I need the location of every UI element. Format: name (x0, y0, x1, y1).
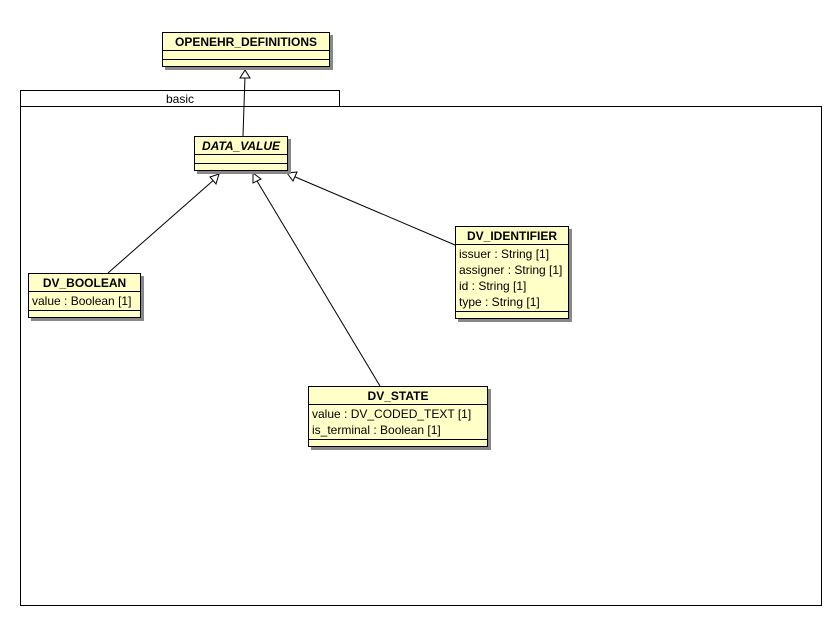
class-name: OPENEHR_DEFINITIONS (163, 33, 329, 51)
class-name: DV_BOOLEAN (29, 274, 140, 292)
class-attributes (163, 51, 329, 60)
class-dv-identifier[interactable]: DV_IDENTIFIER issuer : String [1] assign… (455, 226, 569, 319)
attribute: assigner : String [1] (459, 263, 563, 277)
class-operations (29, 311, 140, 317)
package-tab[interactable]: basic (20, 90, 340, 107)
class-name: DV_STATE (309, 387, 487, 405)
class-operations (195, 164, 287, 170)
attribute: value : DV_CODED_TEXT [1] (312, 407, 472, 421)
attribute: value : Boolean [1] (32, 294, 132, 308)
class-dv-boolean[interactable]: DV_BOOLEAN value : Boolean [1] (28, 273, 141, 318)
attribute: type : String [1] (459, 295, 540, 309)
class-dv-state[interactable]: DV_STATE value : DV_CODED_TEXT [1] is_te… (308, 386, 488, 447)
attribute: issuer : String [1] (459, 247, 550, 261)
class-attributes: value : Boolean [1] (29, 292, 140, 311)
arrowhead-openehr (239, 69, 251, 79)
class-name: DV_IDENTIFIER (456, 227, 568, 245)
class-attributes: value : DV_CODED_TEXT [1] is_terminal : … (309, 405, 487, 440)
class-attributes: issuer : String [1] assigner : String [1… (456, 245, 568, 312)
class-attributes (195, 155, 287, 164)
package-name: basic (165, 92, 194, 106)
class-openehr-definitions[interactable]: OPENEHR_DEFINITIONS (162, 32, 330, 67)
class-operations (456, 312, 568, 318)
attribute: id : String [1] (459, 279, 527, 293)
attribute: is_terminal : Boolean [1] (312, 423, 441, 437)
class-name: DATA_VALUE (195, 137, 287, 155)
class-operations (309, 440, 487, 446)
package-basic[interactable] (20, 106, 822, 606)
class-operations (163, 60, 329, 66)
class-data-value[interactable]: DATA_VALUE (194, 136, 288, 171)
